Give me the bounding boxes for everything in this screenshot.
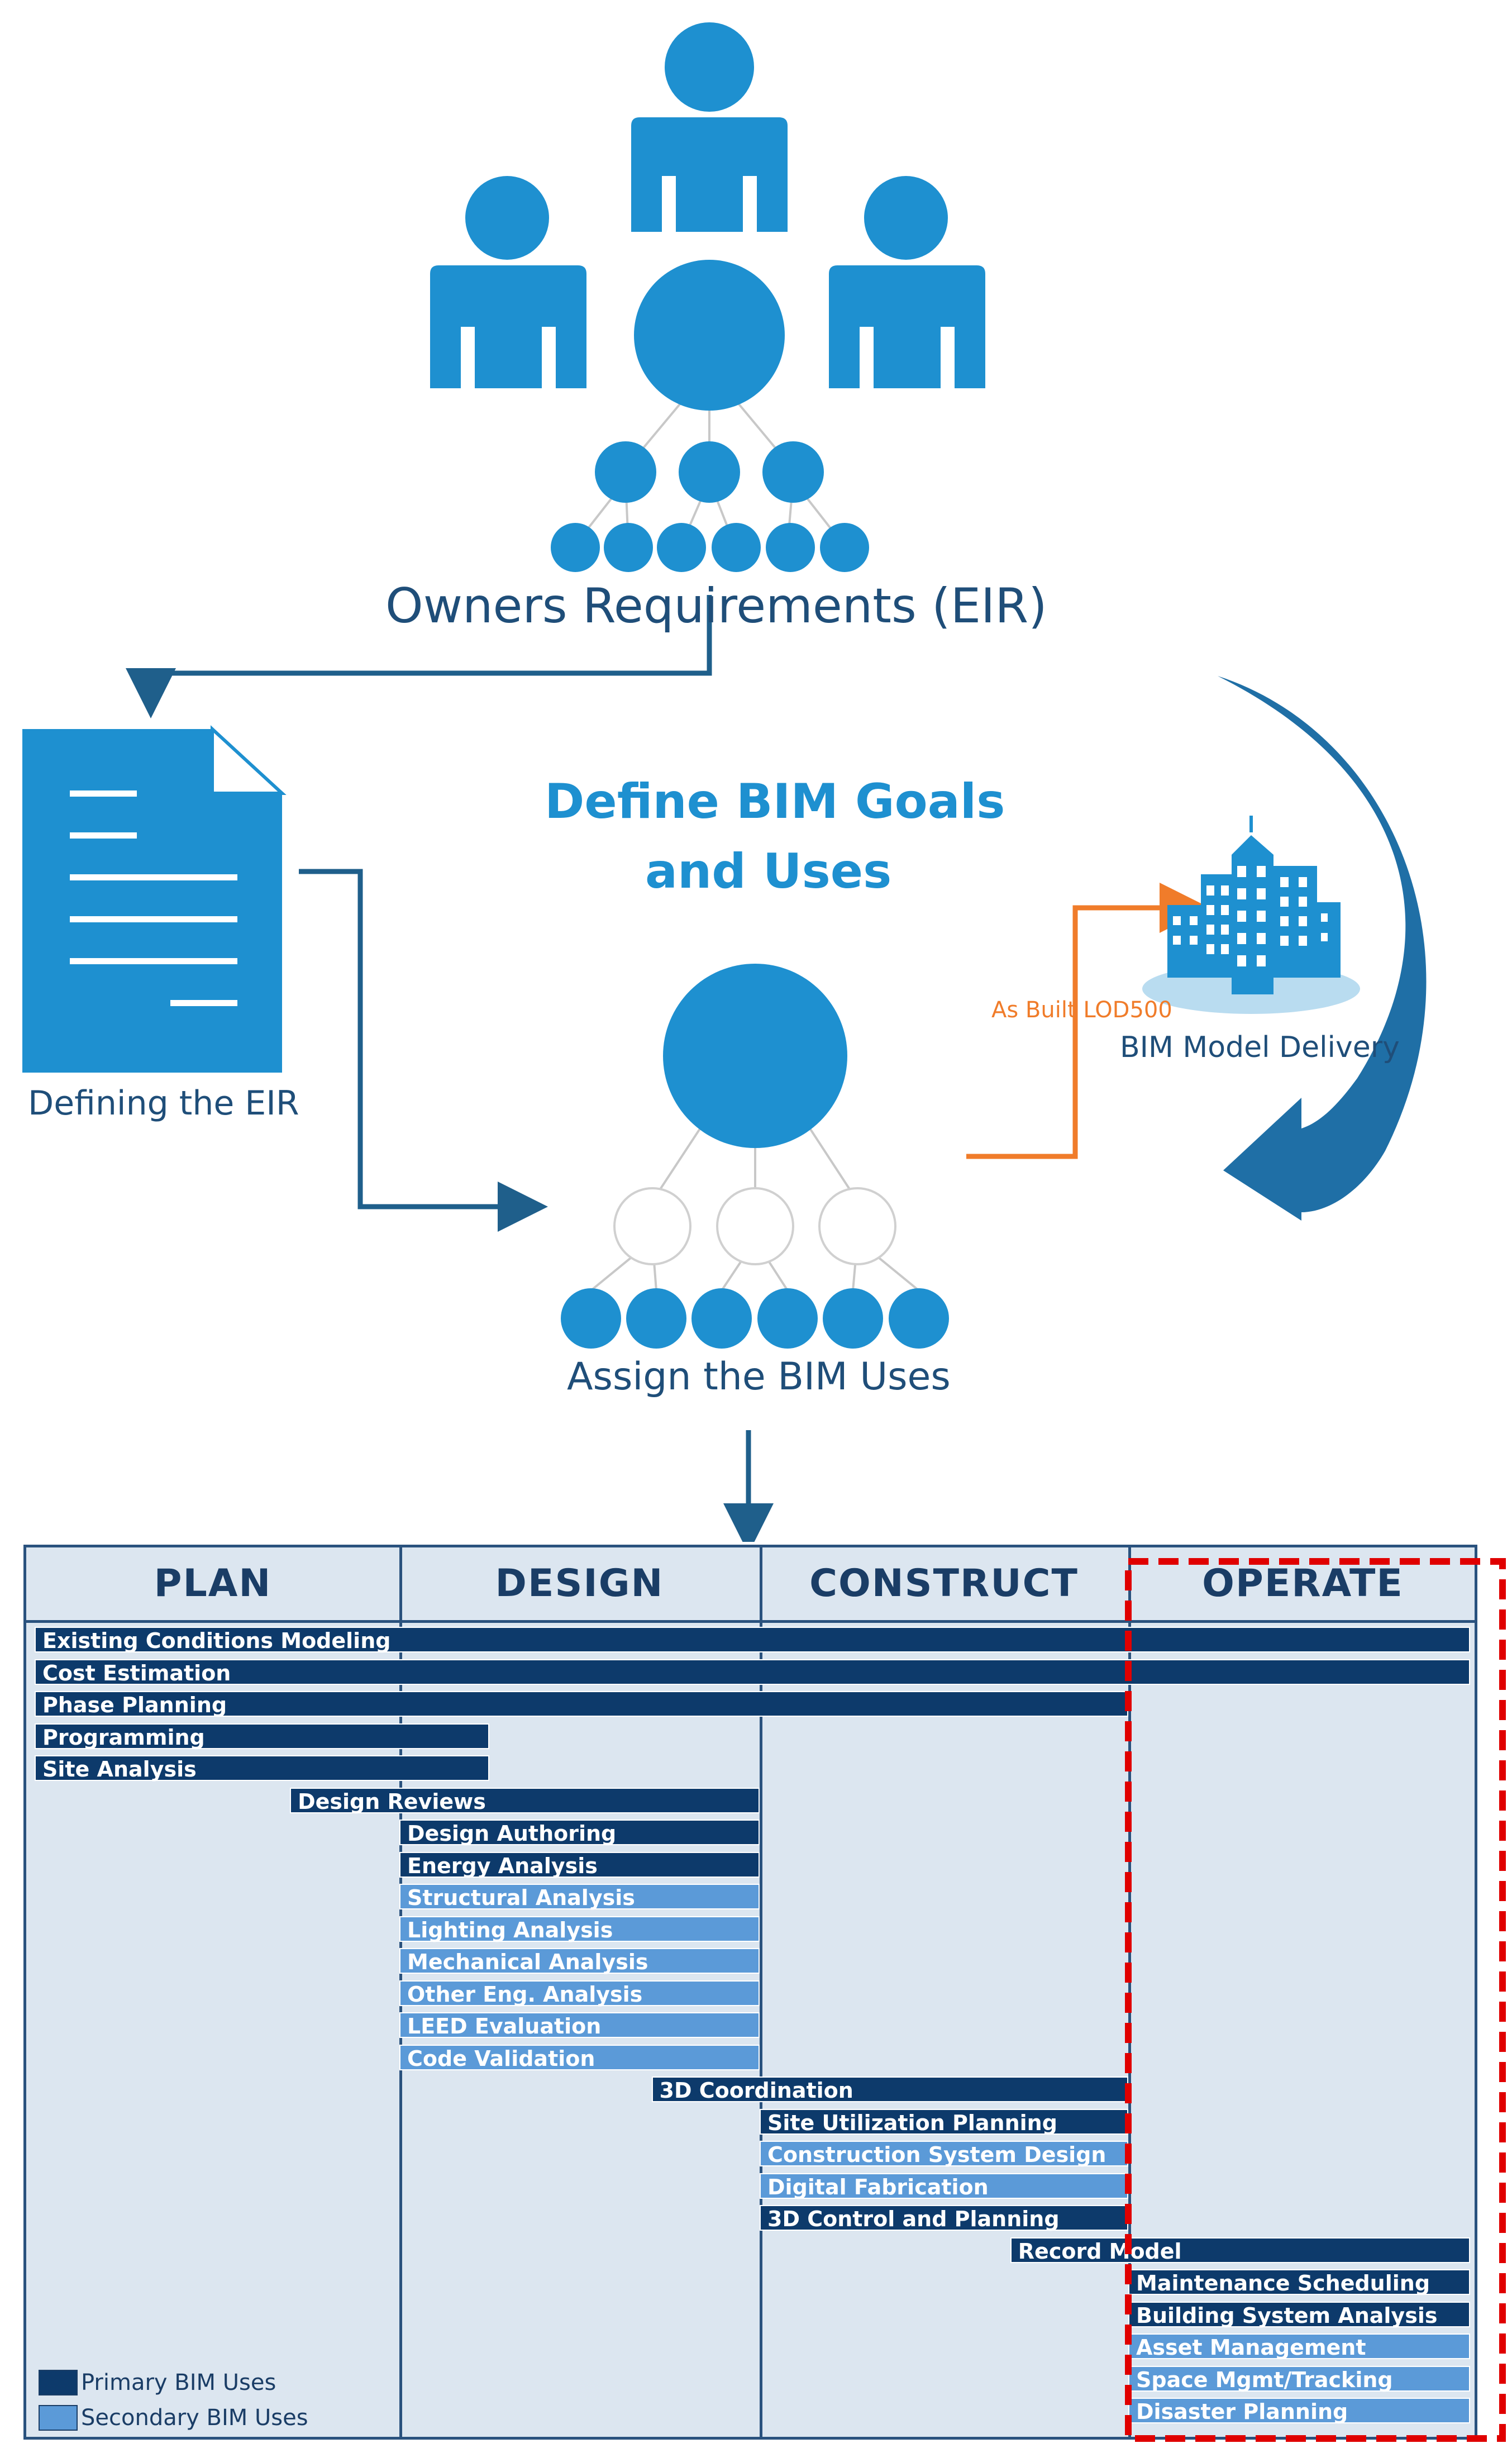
bim-use-bar: Cost Estimation [35, 1659, 1470, 1685]
bim-use-bar: Existing Conditions Modeling [35, 1627, 1470, 1653]
bim-uses-matrix: PLAN DESIGN CONSTRUCT OPERATE Existing C… [23, 1545, 1477, 2440]
bim-use-bar: Other Eng. Analysis [399, 1980, 760, 2007]
bim-use-bar: 3D Coordination [651, 2076, 1128, 2103]
bim-use-bar: Design Authoring [399, 1820, 760, 1846]
bim-use-bar: Disaster Planning [1128, 2398, 1470, 2424]
bim-use-bar: Construction System Design [760, 2141, 1128, 2167]
bim-use-bar: Programming [35, 1723, 490, 1750]
bim-use-bar: Structural Analysis [399, 1884, 760, 1910]
define-goals-title-line2: and Uses [645, 844, 892, 899]
header-divider [26, 1620, 1475, 1623]
owners-mid-nodes [595, 441, 824, 503]
as-built-label: As Built LOD500 [991, 997, 1172, 1023]
legend-primary-swatch [39, 2370, 78, 2395]
document-icon [22, 725, 287, 1073]
bim-use-bar: Design Reviews [290, 1787, 760, 1814]
bim-use-bar: Building System Analysis [1128, 2301, 1470, 2328]
assign-root-node [663, 964, 847, 1148]
owners-requirements-label: Owners Requirements (EIR) [385, 578, 1047, 634]
column-divider [760, 1547, 762, 2437]
legend-primary-label: Primary BIM Uses [81, 2370, 276, 2395]
bim-use-bar: Lighting Analysis [399, 1916, 760, 1942]
phase-operate: OPERATE [1202, 1561, 1404, 1606]
bim-use-bar: LEED Evaluation [399, 2012, 760, 2039]
phase-plan: PLAN [154, 1561, 272, 1606]
legend-secondary-label: Secondary BIM Uses [81, 2405, 308, 2431]
assign-mid-nodes [613, 1187, 896, 1265]
bim-use-bar: Record Model [1010, 2237, 1470, 2264]
document-to-assign-arrow [299, 869, 548, 1232]
bim-model-delivery-label: BIM Model Delivery [1120, 1031, 1400, 1064]
bim-use-bar: Space Mgmt/Tracking [1128, 2365, 1470, 2392]
bim-use-bar: Digital Fabrication [760, 2173, 1128, 2199]
assign-leaf-nodes [561, 1288, 949, 1349]
person-icon [631, 22, 788, 232]
phase-design: DESIGN [495, 1561, 664, 1606]
person-icon [829, 176, 985, 388]
bim-use-bar: Energy Analysis [399, 1851, 760, 1878]
owners-to-document-arrow [126, 595, 712, 718]
bim-use-bar: Phase Planning [35, 1691, 1128, 1717]
phase-construct: CONSTRUCT [809, 1561, 1079, 1606]
define-goals-title-line1: Define BIM Goals [545, 774, 1005, 830]
bim-use-bar: Mechanical Analysis [399, 1948, 760, 1974]
bim-use-bar: Asset Management [1128, 2333, 1470, 2360]
bim-use-bar: 3D Control and Planning [760, 2205, 1128, 2231]
bim-use-bar: Site Utilization Planning [760, 2108, 1128, 2135]
legend-secondary-swatch [39, 2405, 78, 2431]
bim-use-bar: Site Analysis [35, 1755, 490, 1782]
bim-use-bar: Code Validation [399, 2044, 760, 2071]
building-icon [1142, 816, 1360, 1014]
curved-return-arrow-icon [1218, 676, 1427, 1221]
assign-bim-uses-label: Assign the BIM Uses [567, 1355, 951, 1399]
owners-leaf-nodes [551, 523, 869, 572]
person-icon [430, 176, 586, 388]
owners-root-node [634, 260, 785, 411]
defining-eir-label: Defining the EIR [28, 1084, 299, 1123]
as-built-arrow [966, 883, 1210, 1159]
bim-use-bar: Maintenance Scheduling [1128, 2269, 1470, 2295]
process-flow-graphics [22, 22, 1427, 1542]
